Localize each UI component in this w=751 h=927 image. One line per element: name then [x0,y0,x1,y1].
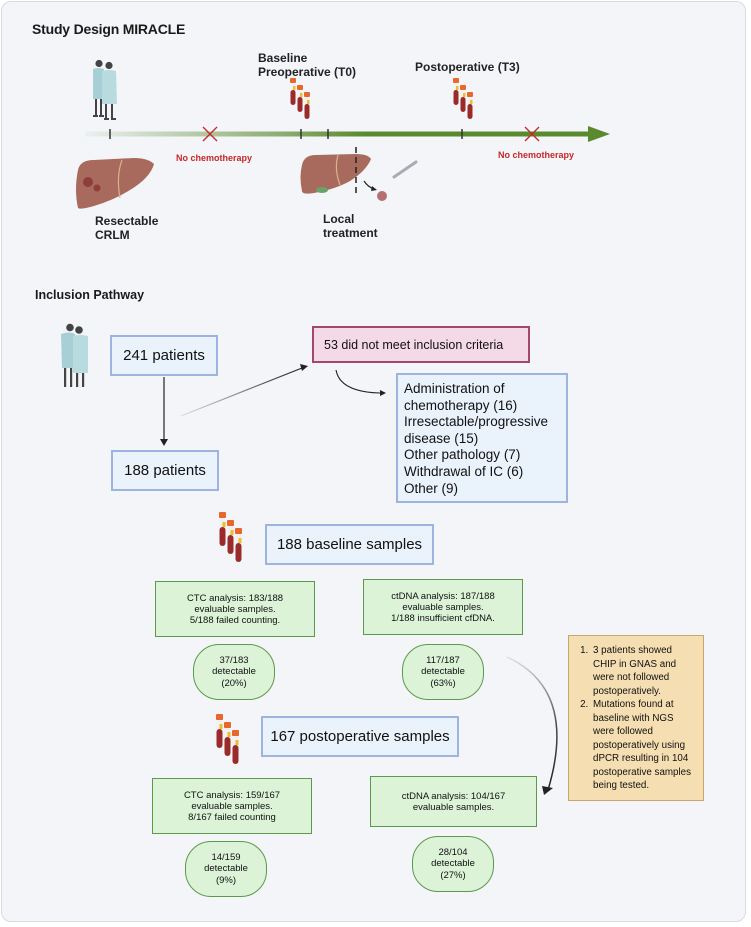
exclusion-reason: Withdrawal of IC (6) [404,463,524,479]
result-line: (9%) [215,874,237,886]
exclusion-reason: Irresectable/progressive [404,414,549,430]
patients-icon [61,323,88,387]
blood-tubes-icon [216,714,239,764]
postoperative-label: Postoperative (T3) [415,60,520,74]
ctc-line: CTC analysis: 159/167 [183,789,281,801]
blood-tubes-icon [219,512,242,562]
ctdna-line: 1/188 insufficient cfDNA. [391,612,495,624]
ctc-line: 8/167 failed counting [188,811,276,823]
exclusion-reasons-box: Administration of chemotherapy (16) Irre… [396,373,568,503]
timeline-arrowhead [588,126,610,142]
postop-ctdna-box: ctDNA analysis: 104/167 evaluable sample… [370,776,537,827]
resectable-line1: Resectable [95,214,159,228]
ctdna-line: evaluable samples. [412,801,495,813]
result-line: detectable [212,666,256,678]
baseline-ctdna-result: 117/187 detectable (63%) [402,644,484,700]
baseline-samples-box: 188 baseline samples [265,524,434,565]
result-line: detectable [431,858,475,870]
blood-tubes-icon [453,78,473,119]
exclusion-reason: Other (9) [404,480,459,496]
exclusion-reason: Administration of [404,381,505,396]
postoperative-samples-box: 167 postoperative samples [261,716,459,757]
baseline-ctdna-box: ctDNA analysis: 187/188 evaluable sample… [363,579,523,635]
postop-ctc-box: CTC analysis: 159/167 evaluable samples.… [152,778,312,834]
resectable-crlm-label: Resectable CRLM [95,214,158,242]
patients-241-box: 241 patients [110,335,218,376]
timeline [85,126,610,142]
notes-box: 3 patients showed CHIP in GNAS and were … [568,635,704,801]
local-line2: treatment [323,226,378,240]
resectable-line2: CRLM [95,228,130,242]
result-line: (27%) [440,869,466,881]
postop-ctc-result: 14/159 detectable (9%) [185,841,267,897]
ctc-line: evaluable samples. [194,603,276,615]
note-item: 3 patients showed CHIP in GNAS and were … [591,644,697,698]
ctc-line: CTC analysis: 183/188 [186,592,284,604]
no-chemotherapy-label: No chemotherapy [176,153,253,163]
result-line: 28/104 [438,846,468,858]
note-item: Mutations found at baseline with NGS wer… [591,698,697,793]
study-design-title: Study Design MIRACLE [32,21,186,37]
ctc-line: evaluable samples. [191,800,273,812]
baseline-ctc-box: CTC analysis: 183/188 evaluable samples.… [155,581,315,637]
exclusion-reason: Other pathology (7) [404,447,521,463]
result-line: (20%) [221,677,247,689]
arrow-baseline-to-postop-ctdna [506,656,558,795]
arrow-to-excluded [180,364,308,417]
ctc-line: 5/188 failed counting. [189,614,281,626]
exclusion-reason: disease (15) [404,430,479,446]
result-line: (63%) [430,677,456,689]
ctdna-line: evaluable samples. [402,601,484,613]
excluded-box: 53 did not meet inclusion criteria [312,326,530,363]
no-chemotherapy-label: No chemotherapy [498,150,575,160]
result-line: detectable [204,863,248,875]
ctdna-line: ctDNA analysis: 104/167 [401,790,506,802]
result-line: detectable [421,666,465,678]
local-line1: Local [323,212,355,226]
liver-with-tumors-icon [76,158,154,209]
baseline-label-line2: Preoperative (T0) [258,65,357,79]
liver-local-treatment-icon [300,147,418,201]
patients-188-box: 188 patients [111,450,219,491]
result-line: 117/187 [426,654,460,666]
arrow-to-reasons [335,369,386,396]
patients-icon [93,59,117,120]
cross-icon [202,126,218,142]
postop-ctdna-result: 28/104 detectable (27%) [412,836,494,892]
local-treatment-label: Local treatment [323,212,378,240]
arrow-241-to-188 [160,377,168,446]
result-line: 14/159 [211,851,241,863]
ctdna-line: ctDNA analysis: 187/188 [391,590,495,602]
baseline-ctc-result: 37/183 detectable (20%) [193,644,275,700]
inclusion-pathway-title: Inclusion Pathway [35,288,145,302]
result-line: 37/183 [219,654,249,666]
exclusion-reason: chemotherapy (16) [404,397,518,413]
baseline-label-line1: Baseline [258,51,308,65]
cross-icon [524,126,540,142]
scalpel-icon [392,160,418,179]
blood-tubes-icon [290,78,310,119]
baseline-label: Baseline Preoperative (T0) [258,51,356,79]
